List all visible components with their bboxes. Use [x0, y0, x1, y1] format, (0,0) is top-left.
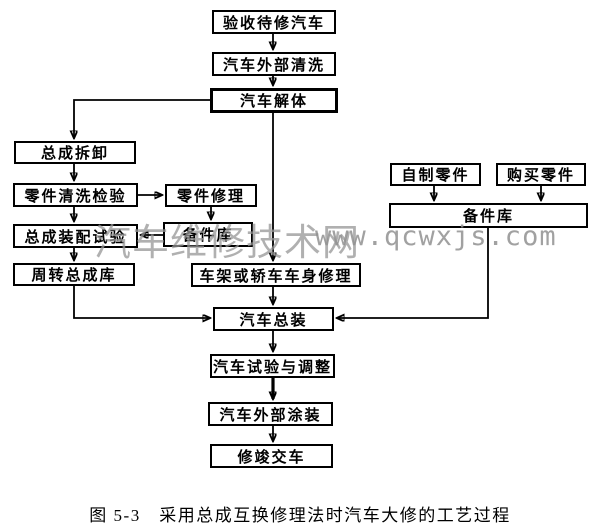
edge-disassembly-to-assembly-removal	[74, 99, 210, 138]
node-repair-complete-delivery: 修竣交车	[210, 444, 333, 468]
node-turnover-assembly-store: 周转总成库	[13, 263, 135, 286]
node-spare-parts-store-mid: 备件库	[163, 222, 253, 247]
node-exterior-cleaning: 汽车外部清洗	[212, 52, 336, 76]
edge-spare-right-to-final-assembly	[337, 228, 489, 318]
node-self-made-parts: 自制零件	[390, 163, 481, 186]
node-purchased-parts: 购买零件	[496, 163, 586, 186]
node-assembly-fitting-test: 总成装配试验	[13, 224, 138, 248]
node-exterior-painting: 汽车外部涂装	[208, 402, 333, 426]
figure-caption: 图 5-3 采用总成互换修理法时汽车大修的工艺过程	[89, 506, 511, 525]
node-frame-or-body-repair: 车架或轿车车身修理	[191, 263, 361, 287]
node-spare-parts-store-right: 备件库	[389, 203, 588, 228]
node-vehicle-disassembly: 汽车解体	[210, 88, 338, 113]
node-test-and-adjustment: 汽车试验与调整	[210, 354, 335, 378]
node-vehicle-final-assembly: 汽车总装	[213, 307, 334, 331]
node-accept-vehicle: 验收待修汽车	[212, 10, 336, 34]
node-parts-repair: 零件修理	[165, 184, 257, 207]
edge-turnover-to-final-assembly	[73, 286, 210, 318]
node-assembly-removal: 总成拆卸	[14, 141, 136, 164]
node-parts-cleaning-inspection: 零件清洗检验	[13, 183, 138, 207]
